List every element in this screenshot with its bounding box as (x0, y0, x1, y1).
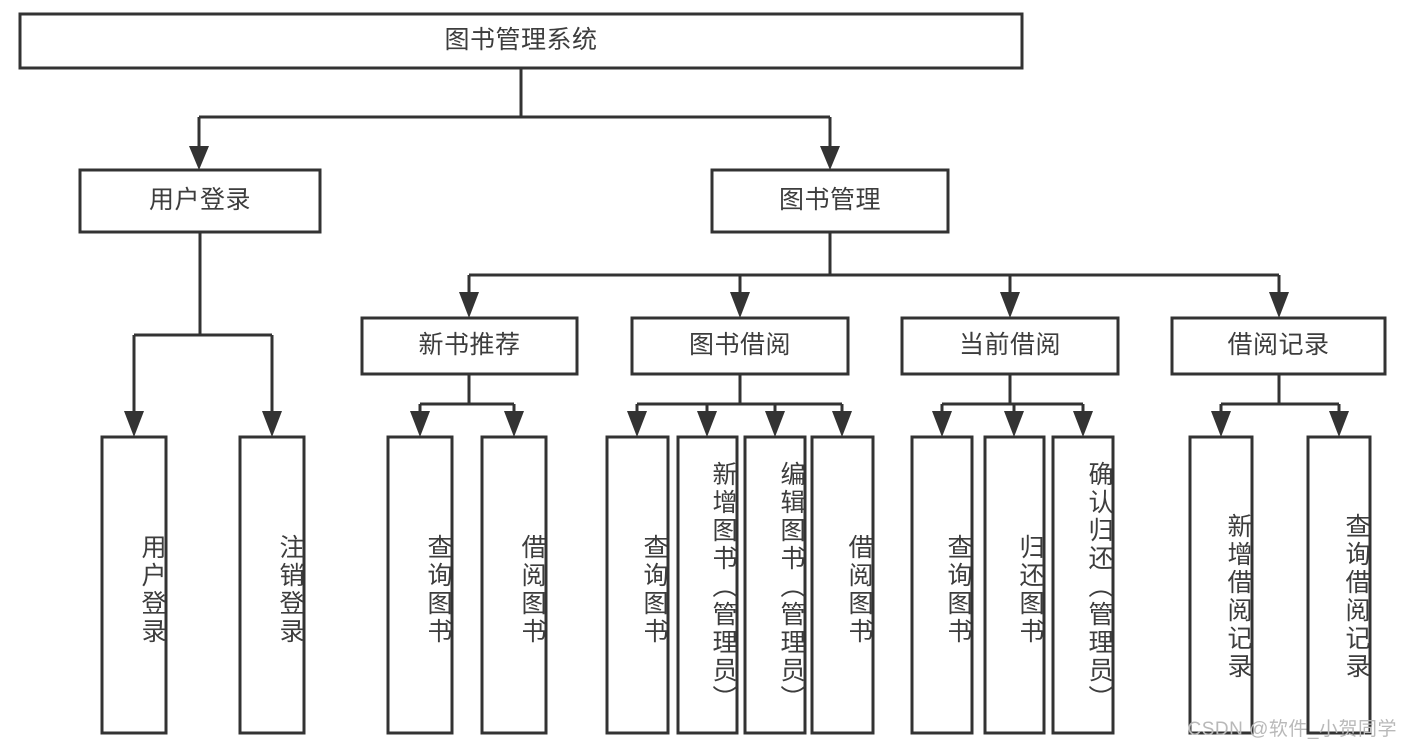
node-box-leaf-new-book-2[interactable] (480, 435, 548, 735)
connector-user-login-to-leaves (124, 232, 282, 437)
connector-root-to-level2 (189, 68, 840, 170)
node-box-leaf-records-2[interactable] (1306, 435, 1372, 735)
connector-borrow-records-to-leaves (1211, 374, 1349, 437)
node-box-user-login[interactable] (78, 168, 322, 234)
node-box-book-borrow[interactable] (630, 316, 850, 376)
node-box-leaf-current-3[interactable] (1051, 435, 1115, 735)
connector-current-borrow-to-leaves (932, 374, 1093, 437)
node-box-leaf-borrow-2[interactable] (676, 435, 739, 735)
node-box-borrow-records[interactable] (1170, 316, 1387, 376)
csdn-watermark: CSDN @软件_小贺同学 (1187, 719, 1397, 740)
connector-new-book-to-leaves (410, 374, 524, 437)
node-box-leaf-user-login-2[interactable] (238, 435, 306, 735)
node-box-leaf-records-1[interactable] (1188, 435, 1254, 735)
node-box-leaf-current-1[interactable] (910, 435, 974, 735)
node-box-leaf-borrow-1[interactable] (605, 435, 670, 735)
connector-book-management-to-level3 (459, 232, 1289, 318)
node-box-leaf-user-login-1[interactable] (100, 435, 168, 735)
node-box-root[interactable] (18, 12, 1024, 70)
node-box-leaf-new-book-1[interactable] (386, 435, 454, 735)
node-box-new-book-recommend[interactable] (360, 316, 579, 376)
connector-book-borrow-to-leaves (627, 374, 852, 437)
node-box-leaf-borrow-4[interactable] (810, 435, 875, 735)
node-box-current-borrow[interactable] (900, 316, 1120, 376)
node-box-leaf-borrow-3[interactable] (743, 435, 807, 735)
node-box-leaf-current-2[interactable] (983, 435, 1046, 735)
node-box-book-management[interactable] (710, 168, 950, 234)
